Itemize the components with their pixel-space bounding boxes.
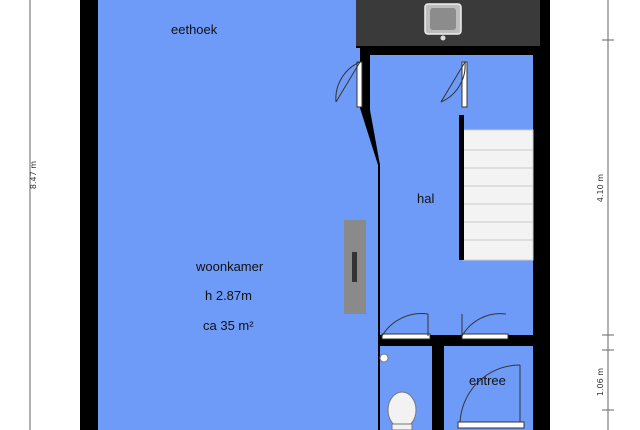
stair-wall bbox=[459, 115, 464, 260]
dimension-left: 8.47 m bbox=[29, 0, 38, 430]
staircase bbox=[462, 129, 534, 261]
room-height: h 2.87m bbox=[205, 288, 252, 303]
door-toilet bbox=[381, 313, 431, 340]
room-label-hal: hal bbox=[417, 191, 434, 206]
dimension-left-label: 8.47 m bbox=[29, 161, 38, 189]
floor-hal bbox=[370, 55, 533, 335]
dimension-right-lower-label: 1.06 m bbox=[596, 368, 605, 396]
room-label-eethoek: eethoek bbox=[171, 22, 218, 37]
floor-woonkamer bbox=[98, 0, 378, 430]
room-area: ca 35 m² bbox=[203, 318, 254, 333]
door-top-left bbox=[335, 61, 363, 108]
door-entree-inner bbox=[461, 313, 509, 340]
dimension-right: 4.10 m 1.06 m bbox=[596, 0, 614, 430]
floor-entree bbox=[444, 346, 533, 430]
dimension-right-upper-label: 4.10 m bbox=[596, 174, 605, 202]
door-entree-front bbox=[457, 364, 525, 429]
room-label-entree: entree bbox=[469, 373, 506, 388]
sink-icon bbox=[424, 3, 462, 41]
door-top-right bbox=[440, 61, 468, 108]
room-label-woonkamer: woonkamer bbox=[195, 259, 264, 274]
fireplace bbox=[344, 220, 366, 314]
toilet-icon bbox=[379, 353, 417, 430]
